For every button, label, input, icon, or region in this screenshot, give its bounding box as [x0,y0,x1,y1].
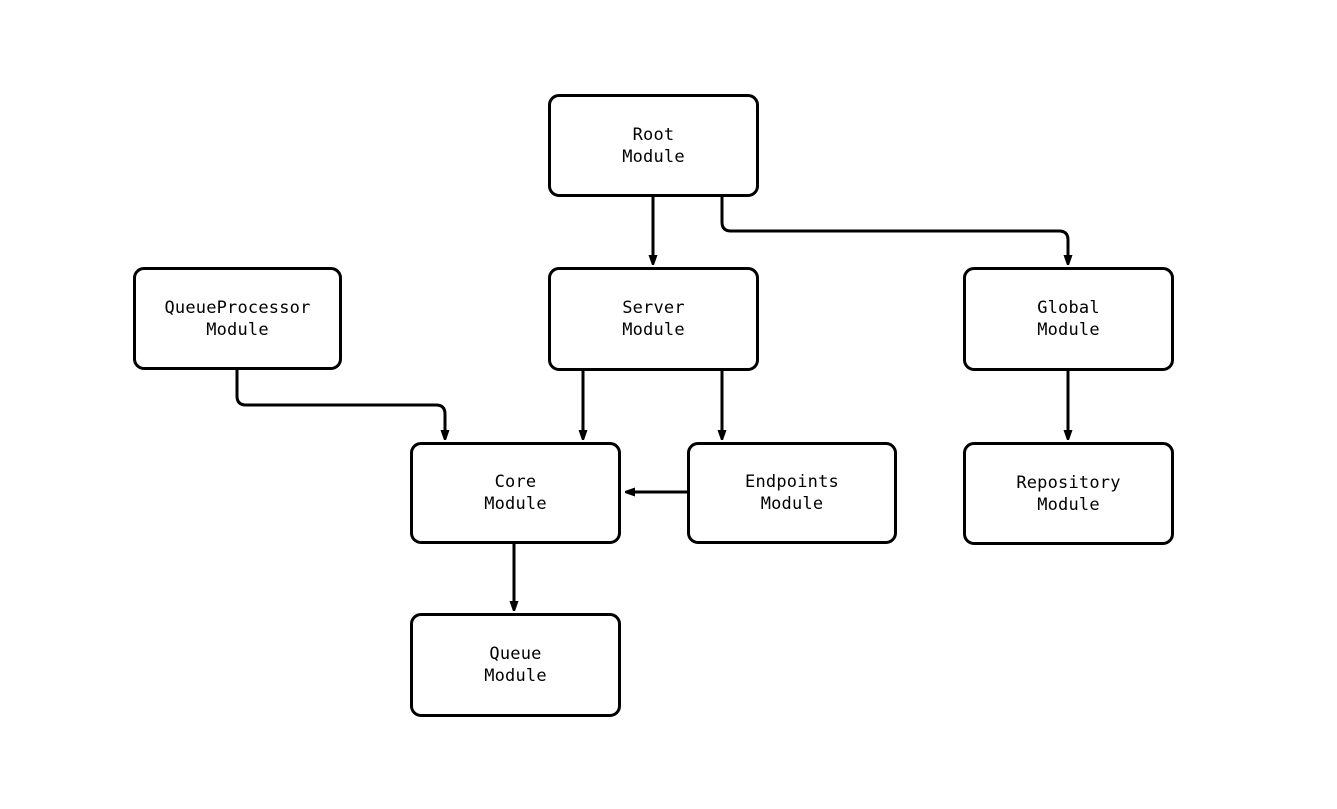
node-repository-module-line1: Repository [1016,472,1121,493]
node-endpoints-module[interactable]: Endpoints Module [687,442,897,544]
node-queue-module-line1: Queue [489,644,542,664]
node-core-module-line1: Core [494,472,537,492]
node-global-module[interactable]: Global Module [963,267,1174,371]
node-global-module-line1: Global [1037,298,1100,318]
node-server-module-line2: Module [622,320,685,340]
node-global-module-line2: Module [1037,320,1100,340]
node-queue-module[interactable]: Queue Module [410,613,621,717]
node-queueprocessor-module[interactable]: QueueProcessor Module [133,267,342,370]
node-endpoints-module-line2: Module [760,494,824,514]
node-root-module[interactable]: Root Module [548,94,759,197]
node-endpoints-module-line1: Endpoints [745,472,839,492]
node-root-module-line1: Root [632,124,675,145]
node-root-module-line2: Module [622,146,685,167]
node-queue-module-line2: Module [484,666,547,686]
node-repository-module[interactable]: Repository Module [963,442,1174,545]
edge-queueprocessor-to-core [235,370,445,431]
node-core-module[interactable]: Core Module [410,442,621,544]
node-core-module-line2: Module [484,494,547,514]
node-queueprocessor-module-line2: Module [206,319,269,340]
node-repository-module-line2: Module [1037,494,1100,515]
node-server-module[interactable]: Server Module [548,267,759,371]
edge-root-to-global [720,197,1068,256]
node-queueprocessor-module-line1: QueueProcessor [164,297,311,318]
node-server-module-line1: Server [622,298,685,318]
